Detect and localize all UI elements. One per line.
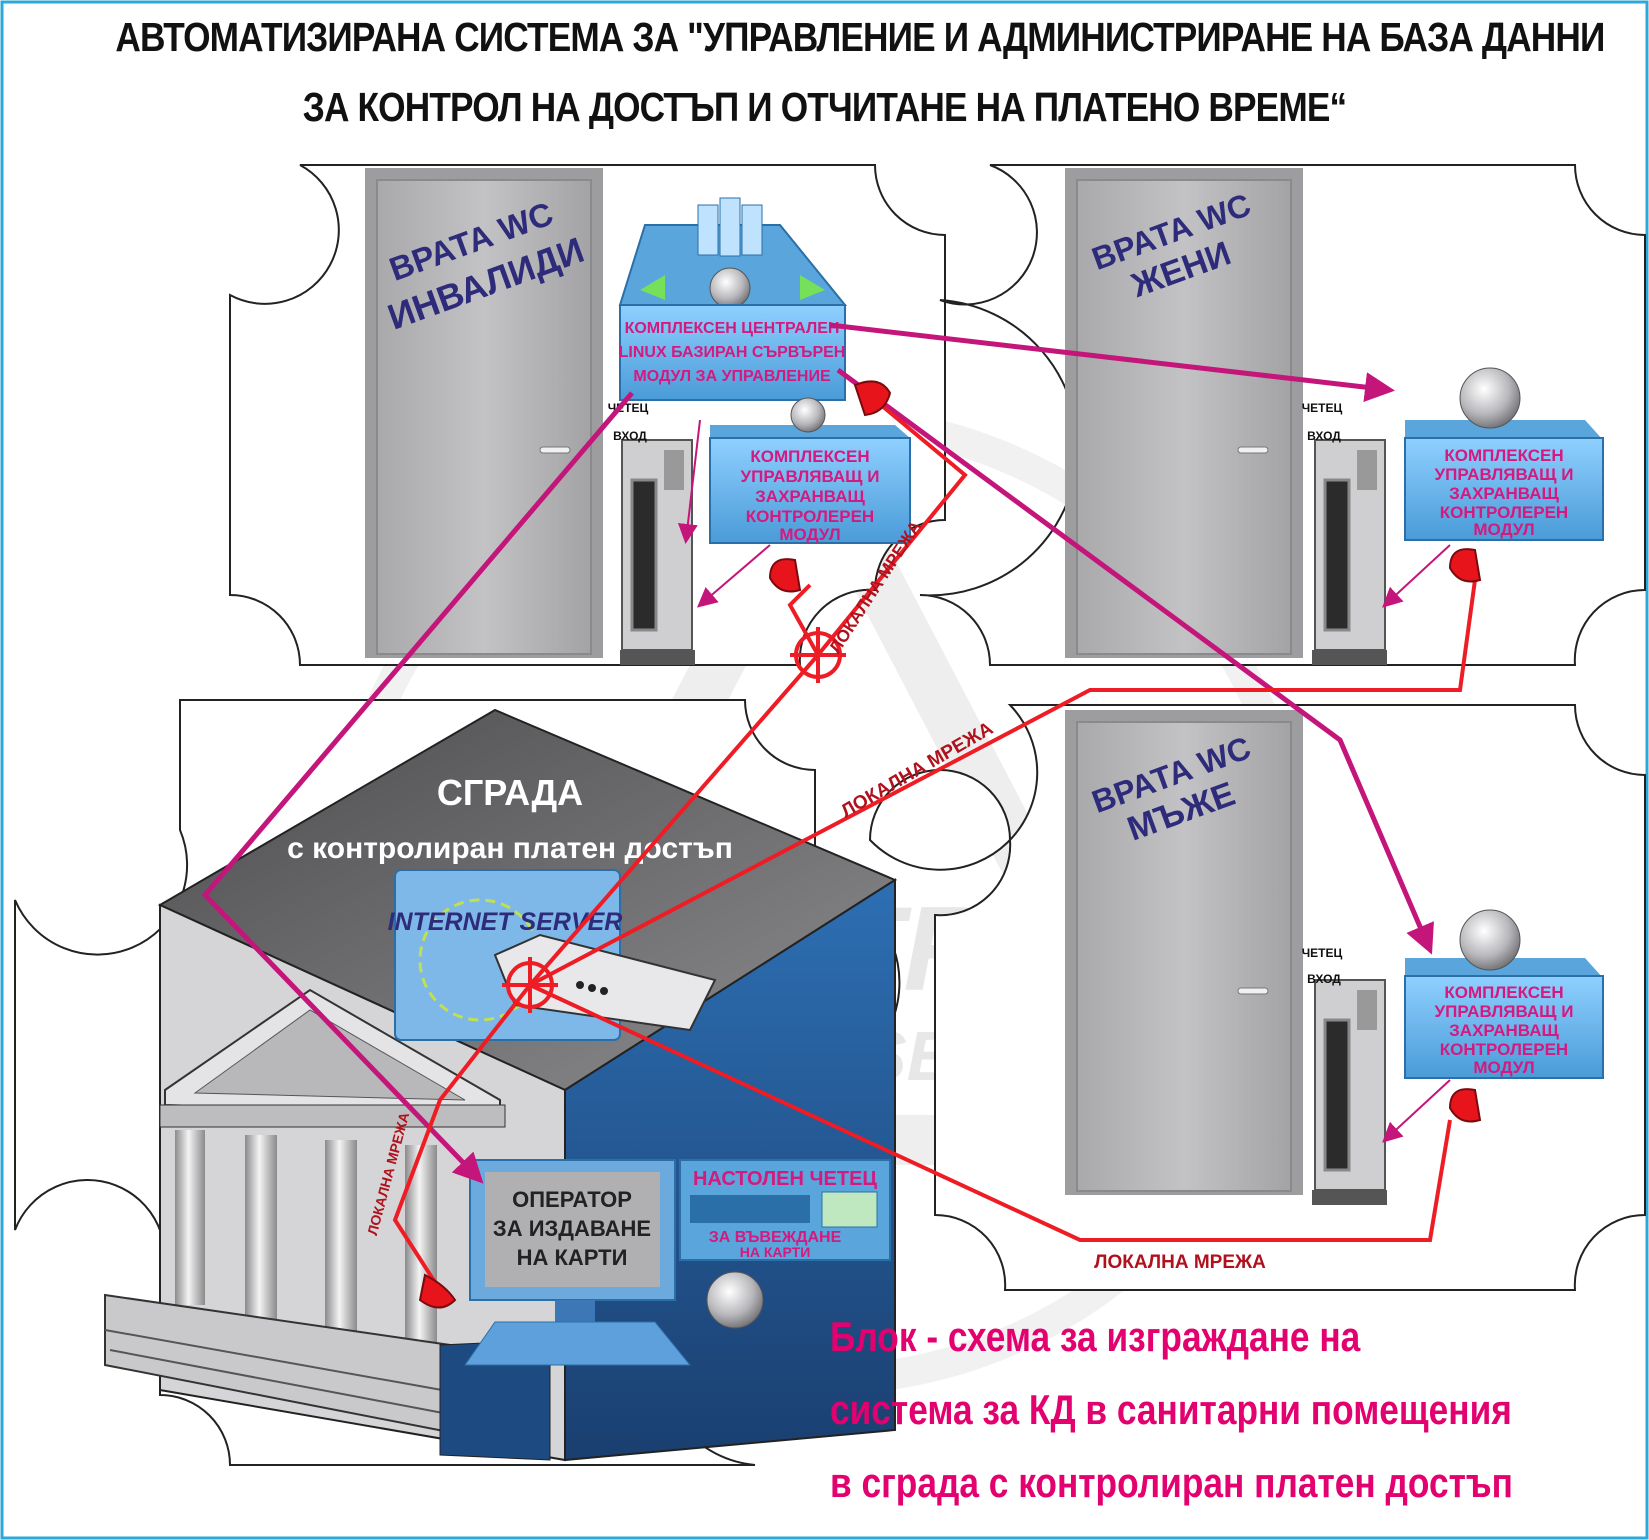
operator-line-2: ЗА ИЗДАВАНЕ — [493, 1216, 651, 1241]
pointing-hand-icon — [418, 380, 1482, 1309]
controller-2-line-3: ЗАХРАНВАЩ — [1449, 484, 1559, 503]
reader-kiosk-1: ЧЕТЕЦ ВХОД — [608, 401, 695, 665]
network-node — [502, 627, 846, 1013]
reader-kiosk-3: ЧЕТЕЦ ВХОД — [1302, 946, 1387, 1205]
reader-2-label-2: ВХОД — [1307, 429, 1341, 443]
server-module-line-1: КОМПЛЕКСЕН ЦЕНТРАЛЕН — [625, 320, 840, 337]
controller-1-line-2: УПРАВЛЯВАЩ И — [741, 467, 880, 486]
page-title-line-1: АВТОМАТИЗИРАНА СИСТЕМА ЗА "УПРАВЛЕНИЕ И … — [115, 14, 1605, 60]
operator-line-1: ОПЕРАТОР — [512, 1187, 632, 1212]
caption-line-2: система за КД в санитарни помещения — [830, 1386, 1512, 1433]
controller-1-line-1: КОМПЛЕКСЕН — [750, 447, 869, 466]
vt-logo-icon — [790, 397, 826, 433]
desktop-reader-sub-1: ЗА ВЪВЕЖДАНЕ — [709, 1229, 842, 1246]
controller-module-3: КОМПЛЕКСЕН УПРАВЛЯВАЩ И ЗАХРАНВАЩ КОНТРО… — [1404, 909, 1604, 1079]
controller-2-line-2: УПРАВЛЯВАЩ И — [1435, 465, 1574, 484]
reader-3-label-2: ВХОД — [1307, 972, 1341, 986]
desktop-reader-sub-2: НА КАРТИ — [740, 1244, 811, 1260]
keyboard — [464, 1321, 692, 1366]
controller-2-line-4: КОНТРОЛЕРЕН — [1440, 503, 1568, 522]
controller-1-line-5: МОДУЛ — [779, 525, 840, 544]
controller-3-line-3: ЗАХРАНВАЩ — [1449, 1021, 1559, 1040]
local-network — [392, 398, 1477, 1292]
reader-kiosk-2: ЧЕТЕЦ ВХОД — [1302, 401, 1387, 665]
reader-2-label-1: ЧЕТЕЦ — [1302, 401, 1343, 415]
server-module-line-3: МОДУЛ ЗА УПРАВЛЕНИЕ — [633, 368, 831, 385]
controller-3-line-4: КОНТРОЛЕРЕН — [1440, 1040, 1568, 1059]
diagram-caption: Блок - схема за изграждане на система за… — [830, 1300, 1513, 1519]
controller-1-line-3: ЗАХРАНВАЩ — [755, 487, 865, 506]
link-server-to-controller-2 — [829, 322, 1395, 403]
controller-module-1: КОМПЛЕКСЕН УПРАВЛЯВАЩ И ЗАХРАНВАЩ КОНТРО… — [709, 397, 911, 544]
pillar — [325, 1140, 357, 1335]
building-title: СГРАДА — [437, 772, 583, 813]
reader-3-label-1: ЧЕТЕЦ — [1302, 946, 1343, 960]
door-invalidi: ВРАТА WC ИНВАЛИДИ — [365, 168, 603, 658]
controller-1-line-4: КОНТРОЛЕРЕН — [746, 507, 874, 526]
pillar — [175, 1130, 205, 1305]
building-subtitle: с контролиран платен достъп — [287, 832, 733, 865]
server-module-line-2: LINUX БАЗИРАН СЪРВЪРЕН — [619, 344, 846, 361]
vt-logo-icon — [706, 1271, 764, 1329]
vt-logo-icon — [1459, 367, 1521, 429]
reader-1-label-2: ВХОД — [613, 429, 647, 443]
page-title-line-2: ЗА КОНТРОЛ НА ДОСТЪП И ОТЧИТАНЕ НА ПЛАТЕ… — [302, 84, 1347, 130]
controller-3-line-5: МОДУЛ — [1473, 1058, 1534, 1077]
reader-links — [677, 419, 1451, 1143]
caption-line-1: Блок - схема за изграждане на — [830, 1313, 1361, 1360]
controller-3-line-1: КОМПЛЕКСЕН — [1444, 983, 1563, 1002]
caption-line-3: в сграда с контролиран платен достъп — [830, 1459, 1513, 1506]
link-server-to-controller-3 — [836, 367, 1434, 955]
central-server-module: КОМПЛЕКСЕН ЦЕНТРАЛЕН LINUX БАЗИРАН СЪРВЪ… — [619, 197, 848, 401]
controller-2-line-5: МОДУЛ — [1473, 520, 1534, 539]
vt-logo-icon — [709, 267, 751, 309]
link-server-to-operator — [201, 391, 634, 1184]
desktop-reader-title: НАСТОЛЕН ЧЕТЕЦ — [693, 1168, 877, 1190]
vt-logo-icon — [1459, 909, 1521, 971]
door-zheni: ВРАТА WC ЖЕНИ — [1065, 168, 1303, 658]
network-label-3: ЛОКАЛНА МРЕЖА — [1094, 1252, 1266, 1273]
controller-3-line-2: УПРАВЛЯВАЩ И — [1435, 1002, 1574, 1021]
door-mazhe: ВРАТА WC МЪЖЕ — [1065, 710, 1303, 1195]
building: СГРАДА с контролиран платен достъп INTER… — [104, 708, 898, 1462]
controller-module-2: КОМПЛЕКСЕН УПРАВЛЯВАЩ И ЗАХРАНВАЩ КОНТРО… — [1404, 367, 1604, 541]
control-links — [201, 322, 1434, 1184]
operator-line-3: НА КАРТИ — [517, 1245, 628, 1270]
pillar — [245, 1135, 277, 1320]
controller-2-line-1: КОМПЛЕКСЕН — [1444, 446, 1563, 465]
